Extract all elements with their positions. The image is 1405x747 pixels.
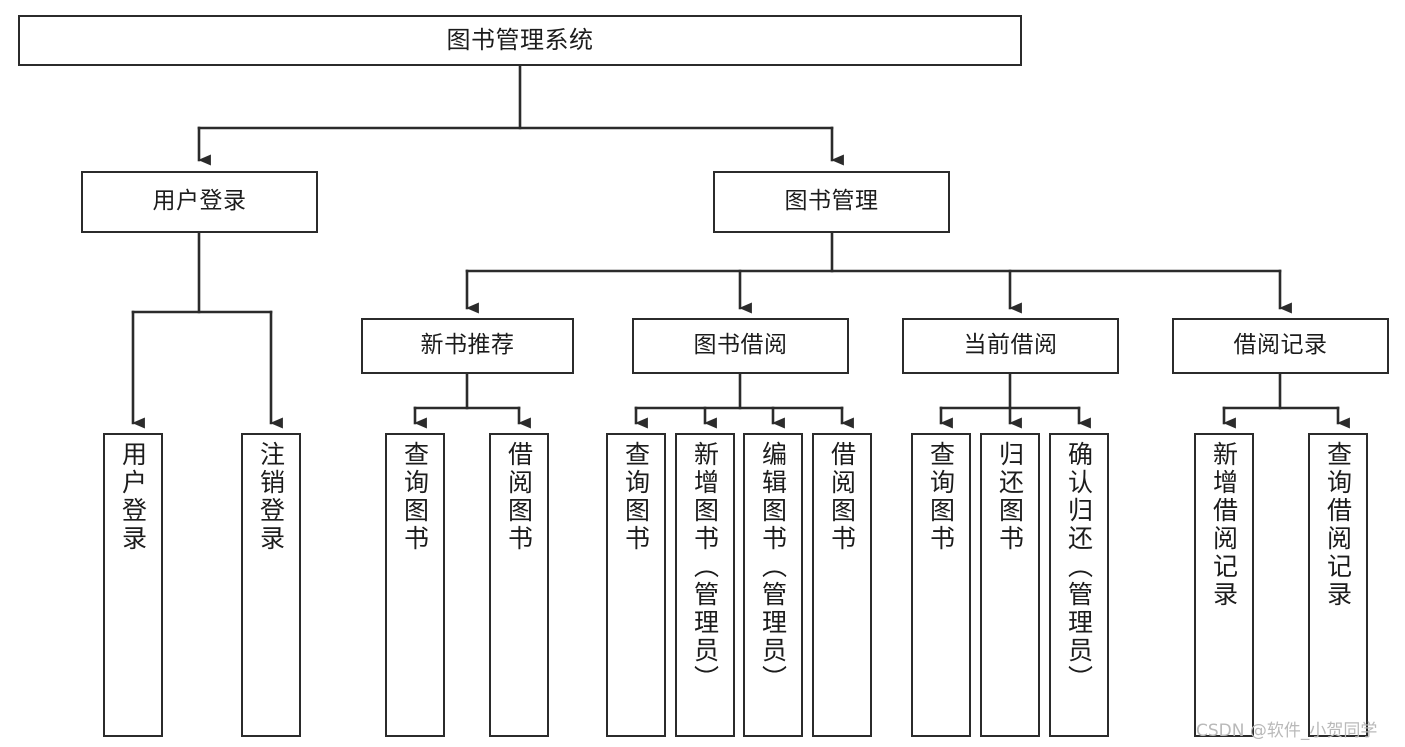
leaf-edit-book[interactable]: 编辑图书（管理员）: [743, 433, 803, 737]
leaf-return-book[interactable]: 归还图书: [980, 433, 1040, 737]
leaf-user-login-label: 用户登录: [118, 441, 148, 553]
leaf-confirm-return[interactable]: 确认归还（管理员）: [1049, 433, 1109, 737]
node-user-login-label: 用户登录: [152, 188, 247, 215]
leaf-add-record[interactable]: 新增借阅记录: [1194, 433, 1254, 737]
leaf-query-record[interactable]: 查询借阅记录: [1308, 433, 1368, 737]
leaf-borrow-book-2-label: 借阅图书: [827, 441, 857, 553]
leaf-query-record-label: 查询借阅记录: [1323, 441, 1353, 609]
csdn-watermark: CSDN @软件_小贺同学: [1196, 721, 1378, 741]
leaf-confirm-return-label: 确认归还（管理员）: [1064, 441, 1094, 693]
node-book-manage[interactable]: 图书管理: [713, 171, 950, 233]
node-book-borrow-label: 图书借阅: [693, 332, 788, 359]
leaf-add-book[interactable]: 新增图书（管理员）: [675, 433, 735, 737]
leaf-logout[interactable]: 注销登录: [241, 433, 301, 737]
node-borrow-record-label: 借阅记录: [1233, 332, 1328, 359]
leaf-logout-label: 注销登录: [256, 441, 286, 553]
node-book-manage-label: 图书管理: [784, 188, 879, 215]
node-new-book-recommend[interactable]: 新书推荐: [361, 318, 574, 374]
node-current-borrow[interactable]: 当前借阅: [902, 318, 1119, 374]
leaf-query-book-1-label: 查询图书: [400, 441, 430, 553]
leaf-edit-book-label: 编辑图书（管理员）: [758, 441, 788, 693]
node-user-login[interactable]: 用户登录: [81, 171, 318, 233]
leaf-borrow-book-1-label: 借阅图书: [504, 441, 534, 553]
node-root-label: 图书管理系统: [446, 26, 594, 55]
leaf-return-book-label: 归还图书: [995, 441, 1025, 553]
leaf-query-book-1[interactable]: 查询图书: [385, 433, 445, 737]
node-root[interactable]: 图书管理系统: [18, 15, 1022, 66]
leaf-user-login[interactable]: 用户登录: [103, 433, 163, 737]
node-book-borrow[interactable]: 图书借阅: [632, 318, 849, 374]
leaf-borrow-book-1[interactable]: 借阅图书: [489, 433, 549, 737]
leaf-add-book-label: 新增图书（管理员）: [690, 441, 720, 693]
leaf-query-book-2-label: 查询图书: [621, 441, 651, 553]
leaf-query-book-3-label: 查询图书: [926, 441, 956, 553]
node-borrow-record[interactable]: 借阅记录: [1172, 318, 1389, 374]
node-current-borrow-label: 当前借阅: [963, 332, 1058, 359]
node-new-book-recommend-label: 新书推荐: [420, 332, 515, 359]
leaf-query-book-3[interactable]: 查询图书: [911, 433, 971, 737]
leaf-add-record-label: 新增借阅记录: [1209, 441, 1239, 609]
leaf-borrow-book-2[interactable]: 借阅图书: [812, 433, 872, 737]
leaf-query-book-2[interactable]: 查询图书: [606, 433, 666, 737]
